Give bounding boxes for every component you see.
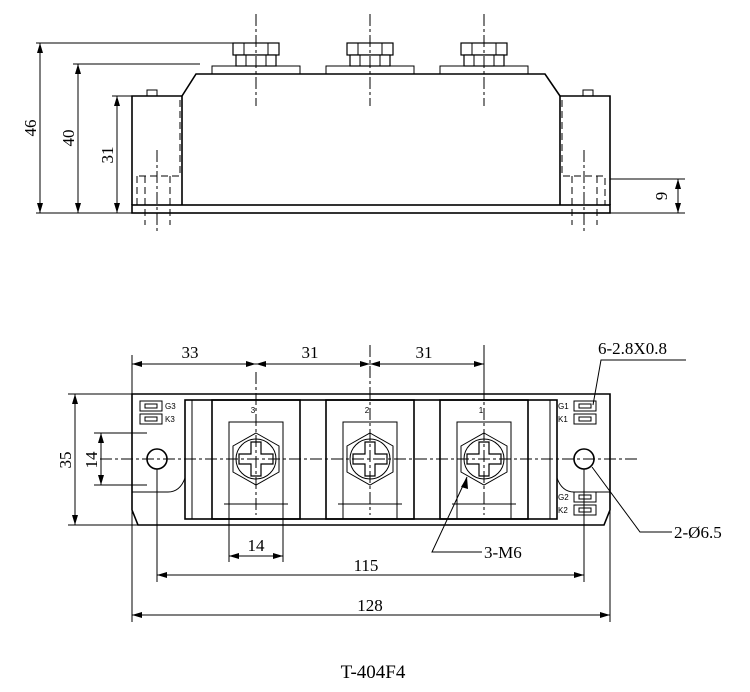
leader-hole-spec — [591, 466, 672, 533]
leader-screw-spec — [431, 476, 482, 553]
base-plate — [131, 204, 611, 214]
right-shoulder — [559, 95, 611, 205]
dim-31-left-label: 31 — [302, 343, 319, 362]
tab-label-k2: K2 — [558, 506, 568, 515]
dim-115-label: 115 — [354, 556, 379, 575]
side-view: 46 40 31 9 — [21, 14, 685, 232]
tab-label-k3: K3 — [165, 415, 175, 424]
dim-33-label: 33 — [182, 343, 199, 362]
tab-label-g3: G3 — [165, 402, 176, 411]
terminal-number-3: 3 — [251, 406, 256, 415]
tab-label-g1: G1 — [558, 402, 569, 411]
leader-tab-spec — [592, 359, 686, 406]
dim-128-label: 128 — [357, 596, 383, 615]
tab-group-left: G3 K3 — [139, 400, 176, 425]
dim-14v-label: 14 — [82, 451, 101, 469]
tab-label-k1: K1 — [558, 415, 568, 424]
dim-9-label: 9 — [652, 192, 671, 201]
dim-31-label: 31 — [98, 147, 117, 164]
model-label: T-404F4 — [341, 662, 406, 683]
tab-spec-label: 6-2.8X0.8 — [598, 339, 667, 358]
tab-label-g2: G2 — [558, 493, 569, 502]
terminal-number-2: 2 — [365, 406, 370, 415]
tab-group-right-bottom: G2 K2 — [558, 491, 597, 516]
tab-group-right-top: G1 K1 — [558, 400, 597, 425]
hole-spec-label: 2-Ø6.5 — [674, 523, 722, 542]
top-view: 3 2 1 — [56, 339, 722, 622]
dim-46-label: 46 — [21, 120, 40, 137]
dim-35-label: 35 — [56, 452, 75, 469]
dim-14h-label: 14 — [248, 536, 266, 555]
screw-spec-label: 3-M6 — [484, 543, 522, 562]
housing-top — [181, 73, 561, 97]
dim-31-right-label: 31 — [416, 343, 433, 362]
dim-40-label: 40 — [59, 130, 78, 147]
terminal-number-1: 1 — [479, 406, 484, 415]
